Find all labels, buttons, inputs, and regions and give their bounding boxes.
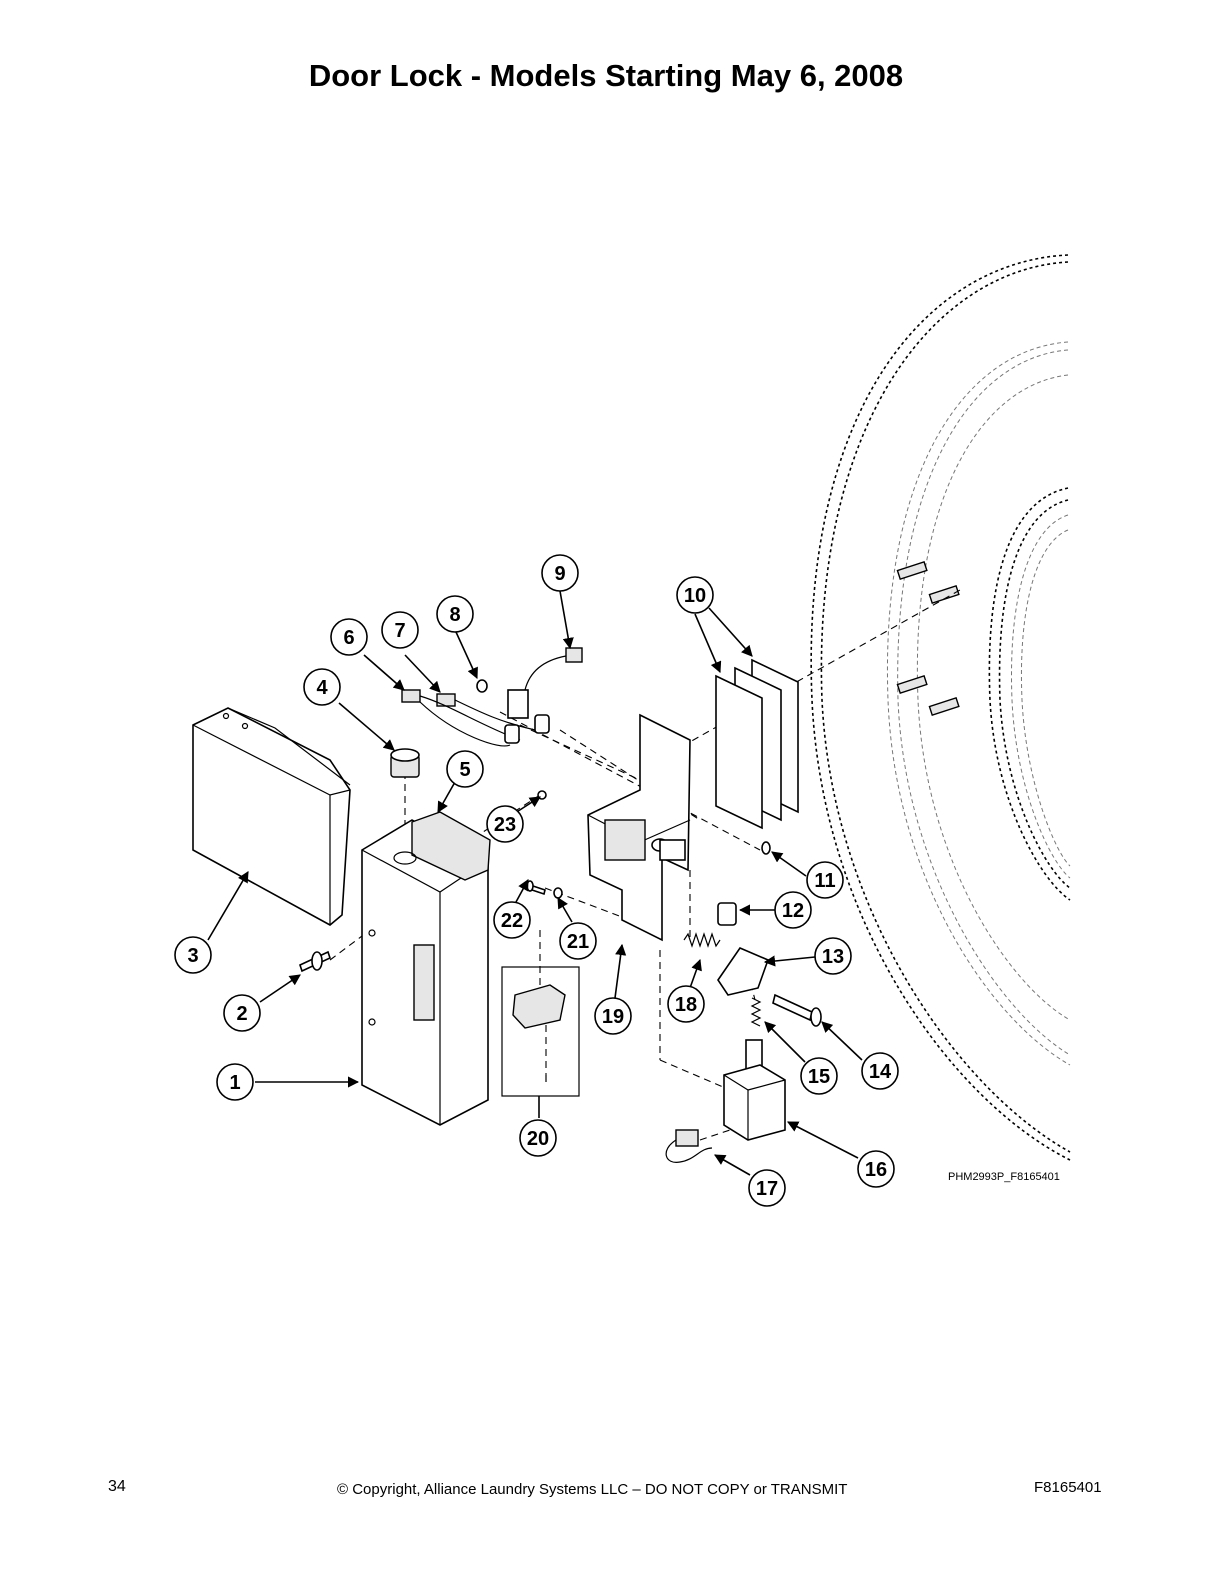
callout-11: 11 — [806, 861, 844, 899]
part-22-screw — [526, 880, 546, 896]
svg-text:10: 10 — [684, 585, 706, 607]
part-8-nut — [476, 679, 488, 693]
callout-20: 20 — [519, 1119, 557, 1157]
callout-4: 4 — [303, 668, 341, 706]
part-14-bolt — [772, 993, 822, 1027]
svg-text:12: 12 — [782, 900, 804, 922]
leader-lines — [207, 590, 863, 1176]
part-15-spring — [750, 997, 762, 1027]
copyright-notice: © Copyright, Alliance Laundry Systems LL… — [337, 1481, 848, 1498]
callout-3: 3 — [174, 936, 212, 974]
drawing-code: PHM2993P_F8165401 — [948, 1171, 1060, 1183]
part-12-pin — [717, 902, 737, 926]
part-3-cover — [192, 707, 351, 926]
svg-text:9: 9 — [554, 563, 565, 585]
callout-7: 7 — [381, 611, 419, 649]
callout-19: 19 — [594, 997, 632, 1035]
callout-12: 12 — [774, 891, 812, 929]
callout-22: 22 — [493, 901, 531, 939]
callout-15: 15 — [800, 1057, 838, 1095]
part-20-switch-kit — [501, 966, 580, 1097]
callout-5: 5 — [446, 750, 484, 788]
part-2-screw — [299, 950, 331, 973]
svg-text:8: 8 — [449, 604, 460, 626]
svg-text:22: 22 — [501, 910, 523, 932]
svg-text:17: 17 — [756, 1178, 778, 1200]
callout-1: 1 — [216, 1063, 254, 1101]
callout-18: 18 — [667, 985, 705, 1023]
callout-9: 9 — [541, 554, 579, 592]
callout-16: 16 — [857, 1150, 895, 1188]
svg-text:14: 14 — [869, 1061, 892, 1083]
svg-text:2: 2 — [236, 1003, 247, 1025]
callout-14: 14 — [861, 1052, 899, 1090]
page-number: 34 — [108, 1478, 126, 1495]
svg-text:16: 16 — [865, 1159, 887, 1181]
part-10-gaskets — [715, 658, 799, 830]
callout-10: 10 — [676, 576, 714, 614]
part-11-screw — [761, 841, 771, 855]
svg-text:4: 4 — [316, 677, 328, 699]
tub-outline — [810, 254, 1071, 1161]
callout-13: 13 — [814, 937, 852, 975]
callout-8: 8 — [436, 595, 474, 633]
svg-text:3: 3 — [187, 945, 198, 967]
part-21-washer — [553, 887, 563, 899]
svg-text:15: 15 — [808, 1066, 830, 1088]
svg-text:5: 5 — [459, 759, 470, 781]
svg-text:6: 6 — [343, 627, 354, 649]
tub-studs — [896, 560, 960, 716]
callouts: 1 2 3 4 5 6 7 8 9 10 11 12 13 14 15 16 1… — [174, 554, 899, 1207]
part-6-7-harness — [401, 689, 550, 747]
svg-text:1: 1 — [229, 1072, 240, 1094]
svg-text:20: 20 — [527, 1128, 549, 1150]
part-4-knob — [390, 748, 420, 778]
svg-text:19: 19 — [602, 1006, 624, 1028]
part-16-solenoid — [723, 1039, 786, 1141]
document-code: F8165401 — [1034, 1479, 1102, 1496]
callout-17: 17 — [748, 1169, 786, 1207]
part-13-cam — [717, 947, 770, 996]
svg-text:23: 23 — [494, 814, 516, 836]
part-1-housing — [361, 811, 491, 1126]
svg-text:13: 13 — [822, 946, 844, 968]
callout-2: 2 — [223, 994, 261, 1032]
callout-23: 23 — [486, 805, 524, 843]
part-9-wire — [507, 647, 583, 719]
page-title: Door Lock - Models Starting May 6, 2008 — [308, 58, 904, 93]
callout-21: 21 — [559, 922, 597, 960]
svg-text:7: 7 — [394, 620, 405, 642]
part-18-spring — [683, 932, 721, 948]
svg-text:11: 11 — [814, 870, 835, 892]
part-17-connector — [665, 1129, 713, 1163]
svg-text:18: 18 — [675, 994, 697, 1016]
callout-6: 6 — [330, 618, 368, 656]
svg-text:21: 21 — [567, 931, 589, 953]
part-19-bracket — [587, 713, 691, 942]
